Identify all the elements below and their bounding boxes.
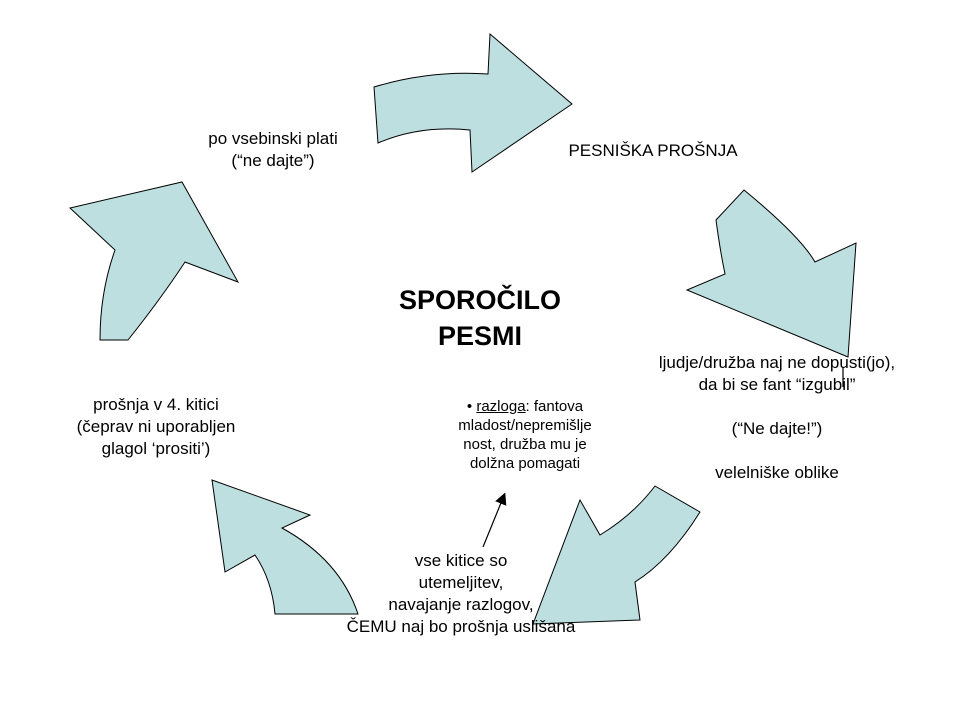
label-right-line-1: ljudje/družba naj ne dopusti(jo),: [658, 353, 896, 372]
reason-note-text-3: nost, družba mu je: [463, 436, 587, 453]
center-title-line-2: PESMI: [437, 321, 523, 351]
label-top-left-line-2: (“ne dajte”): [231, 151, 315, 170]
reason-note-text-1: : fantova: [525, 398, 584, 415]
reason-note-line-1: • razloga: fantova: [420, 397, 630, 416]
label-right-line-3: [612, 396, 942, 418]
cycle-arrow-left: [68, 181, 240, 341]
label-top-left: po vsebinski plati (“ne dajte”): [178, 128, 368, 172]
cycle-arrow-bottom-left: [211, 479, 359, 615]
reason-note-text-4: dolžna pomagati: [469, 455, 581, 472]
label-bottom-line-4: ČEMU naj bo prošnja uslišana: [346, 617, 576, 636]
label-left: prošnja v 4. kitici (čeprav ni uporablje…: [40, 394, 272, 460]
label-top-left-line-1: po vsebinski plati: [208, 129, 338, 148]
label-right-line-4: (“Ne dajte!”): [731, 419, 823, 438]
label-left-line-3: glagol ‘prositi’): [101, 439, 211, 458]
center-title: SPOROČILO PESMI: [330, 282, 630, 354]
label-bottom-line-3: navajanje razlogov,: [388, 595, 534, 614]
cycle-arrow-bottom-right: [532, 485, 701, 625]
label-bottom-line-1: vse kitice so: [414, 551, 508, 570]
label-right-line-6: velelniške oblike: [715, 463, 839, 482]
bullet: •: [466, 398, 473, 415]
reason-keyword: razloga: [476, 398, 526, 415]
label-right-line-5: [612, 440, 942, 462]
label-bottom-line-2: utemeljitev,: [418, 573, 504, 592]
label-right-line-2: da bi se fant “izgubil”: [698, 375, 856, 394]
label-top-right-line-1: PESNIŠKA PROŠNJA: [568, 141, 738, 160]
center-title-line-1: SPOROČILO: [398, 285, 561, 315]
label-right: ljudje/družba naj ne dopusti(jo), da bi …: [612, 352, 942, 484]
label-top-right: PESNIŠKA PROŠNJA: [538, 140, 768, 162]
label-bottom: vse kitice so utemeljitev, navajanje raz…: [300, 550, 622, 638]
label-left-line-2: (čeprav ni uporabljen: [76, 417, 236, 436]
reason-note-text-2: mladost/nepremišlje: [458, 417, 592, 434]
cycle-arrow-top: [373, 32, 573, 173]
annotation-arrow: [482, 492, 507, 548]
reason-note: • razloga: fantova mladost/nepremišlje n…: [420, 397, 630, 473]
cycle-arrow-right: [685, 189, 857, 358]
label-left-line-1: prošnja v 4. kitici: [93, 395, 219, 414]
